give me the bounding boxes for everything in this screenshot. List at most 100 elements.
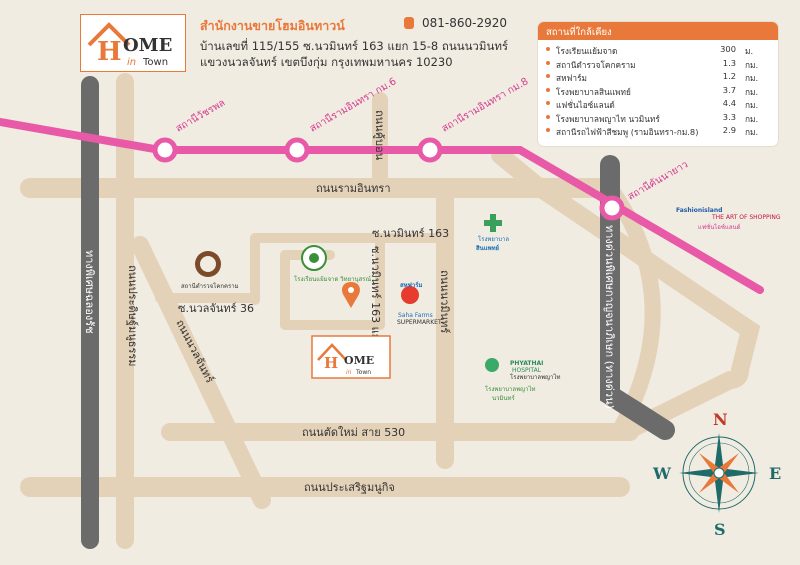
header-logo-h: H — [97, 37, 122, 67]
nearby-title: สถานที่ใกล้เคียง — [538, 22, 778, 40]
header-logo[interactable]: H OME in Town — [80, 14, 186, 72]
nearby-item-name: สถานีรถไฟฟ้าสีชมพู (รามอินทรา-กม.8) — [556, 127, 699, 137]
phyathai-label1: โรงพยาบาลพญาไท — [485, 385, 536, 393]
nearby-item[interactable]: สหฟาร์ม 1.2 กม. — [538, 70, 778, 84]
bullet-icon — [546, 60, 550, 65]
compass: N S E W — [652, 410, 781, 539]
label-tat-mai: ถนนตัดใหม่ สาย 530 — [302, 426, 405, 439]
nearby-item[interactable]: สถานีตำรวจโคกคราม 1.3 กม. — [538, 57, 778, 71]
phyathai-molecule-icon — [485, 358, 499, 372]
nearby-list: โรงเรียนแย้มจาด 300 ม. สถานีตำรวจโคกคราม 1.3… — [538, 40, 778, 138]
nearby-item-unit: กม. — [745, 86, 759, 97]
nearby-item-distance: 300 — [720, 44, 736, 54]
station-marker-1[interactable] — [152, 137, 178, 163]
label-khoku: ถนนคู้บอน — [373, 110, 386, 161]
label-ram-inthra: ถนนรามอินทรา — [316, 182, 391, 195]
sinpaet-cross-icon — [484, 214, 502, 232]
compass-center — [713, 467, 725, 479]
nearby-item-distance: 1.2 — [722, 71, 736, 81]
compass-s: S — [714, 520, 726, 539]
label-kanchanaphisek: ทางด่วนพิเศษกาญจนาภิเษก (ทางด่วน) — [603, 225, 616, 409]
nearby-item-unit: ม. — [745, 46, 754, 56]
phyathai-th: โรงพยาบาลพญาไท — [510, 373, 561, 381]
nearby-item-distance: 2.9 — [722, 125, 736, 135]
bullet-icon — [546, 87, 550, 92]
nearby-item-name: สหฟาร์ม — [556, 73, 587, 83]
rail-pink — [0, 118, 764, 294]
fashion-tag: THE ART OF SHOPPING — [711, 214, 781, 221]
poi-police-label: สถานีตำรวจโคกคราม — [181, 282, 239, 290]
label-expressway-left: ทางพิเศษฉลองรัช — [83, 250, 96, 334]
address-line1: บ้านเลขที่ 115/155 ซ.นวมินทร์ 163 แยก 15… — [200, 39, 509, 53]
poi-sahafarms[interactable]: สหฟาร์ม Saha Farms SUPERMARKET — [397, 281, 442, 326]
nearby-item-name: โรงเรียนแย้มจาด — [556, 46, 618, 56]
school-emblem-inner — [309, 253, 319, 263]
sinpaet-name: สินแพทย์ — [476, 244, 500, 252]
nearby-item-name: สถานีตำรวจโคกคราม — [556, 59, 636, 70]
nearby-item[interactable]: โรงเรียนแย้มจาด 300 ม. — [538, 43, 778, 57]
station-marker-2[interactable] — [284, 137, 310, 163]
nearby-item-name: โรงพยาบาลพญาไท นวมินทร์ — [556, 113, 660, 124]
fashion-th: แฟชั่นไอซ์แลนด์ — [698, 223, 741, 231]
nearby-item[interactable]: โรงพยาบาลสินแพทย์ 3.7 กม. — [538, 84, 778, 98]
label-prasert: ถนนประเสริฐมนูกิจ — [304, 481, 395, 494]
phone-text: 081-860-2920 — [422, 16, 508, 30]
nearby-item-distance: 3.7 — [722, 84, 736, 95]
location-pin[interactable] — [342, 282, 360, 308]
nearby-item-unit: กม. — [745, 59, 759, 70]
station-marker-3[interactable] — [417, 137, 443, 163]
nearby-item-unit: กม. — [745, 127, 759, 137]
phone-icon — [404, 17, 414, 29]
station-label-1: สถานีวัชรพล — [174, 97, 228, 135]
poi-phyathai[interactable]: PHYATHAI HOSPITAL โรงพยาบาลพญาไท โรงพยาบ… — [485, 358, 561, 402]
road-network — [20, 73, 761, 549]
phone-number[interactable]: 081-860-2920 — [404, 16, 507, 30]
location-pin-icon — [342, 282, 360, 308]
pink-line — [0, 118, 764, 294]
nearby-item-name: แฟชั่นไอซ์แลนด์ — [556, 100, 615, 110]
poi-fashion-island[interactable]: Fashionisland THE ART OF SHOPPING แฟชั่น… — [676, 207, 781, 231]
map-logo-town: Town — [355, 369, 371, 376]
bullet-icon — [546, 74, 550, 78]
map-home-logo[interactable]: H OME in Town — [311, 335, 391, 379]
road-nuanchan — [131, 236, 271, 509]
bullet-icon — [546, 114, 550, 119]
poi-police[interactable]: สถานีตำรวจโคกคราม — [181, 251, 239, 290]
poi-sinpaet[interactable]: โรงพยาบาล สินแพทย์ — [476, 214, 510, 252]
compass-e: E — [769, 464, 781, 483]
label-navamin163: ซ.นวมินทร์ 163 — [372, 227, 449, 240]
station-marker-4[interactable] — [599, 195, 625, 221]
bullet-icon — [546, 128, 550, 132]
expressways — [81, 76, 675, 549]
map-logo-frame — [311, 335, 391, 379]
nearby-item-unit: กม. — [745, 100, 759, 110]
bullet-icon — [546, 47, 550, 51]
poi-school-label: โรงเรียนแย้มจาด วิทยานุสรณ์ — [294, 275, 371, 283]
map-logo-ome: OME — [344, 354, 374, 367]
map-logo-roof-icon — [317, 343, 347, 361]
header-logo-roof-icon — [87, 22, 131, 47]
station-label-3: สถานีรามอินทรา กม.8 — [440, 75, 531, 134]
compass-w: W — [652, 464, 672, 483]
label-nuanchan36: ซ.นวลจันทร์ 36 — [178, 302, 254, 315]
nearby-item-name: โรงพยาบาลสินแพทย์ — [556, 86, 631, 97]
phyathai-label2: นวมินทร์ — [492, 394, 515, 402]
nearby-item-unit: กม. — [745, 73, 759, 83]
bullet-icon — [546, 101, 550, 105]
poi-school[interactable]: โรงเรียนแย้มจาด วิทยานุสรณ์ — [294, 245, 371, 283]
compass-n: N — [713, 410, 728, 429]
sahafarms-chicken-icon — [401, 286, 419, 304]
nearby-item[interactable]: สถานีรถไฟฟ้าสีชมพู (รามอินทรา-กม.8) 2.9 กม… — [538, 124, 778, 138]
phyathai-en: PHYATHAI — [510, 360, 543, 367]
sahafarms-th: สหฟาร์ม — [400, 281, 422, 289]
nearby-item-distance: 1.3 — [722, 57, 736, 68]
header-logo-town: Town — [142, 57, 168, 68]
label-pradit: ถนนประดิษฐ์มนูธรรม — [126, 265, 139, 367]
police-badge-inner — [200, 256, 216, 272]
sahafarms-sub: SUPERMARKET — [397, 319, 442, 326]
